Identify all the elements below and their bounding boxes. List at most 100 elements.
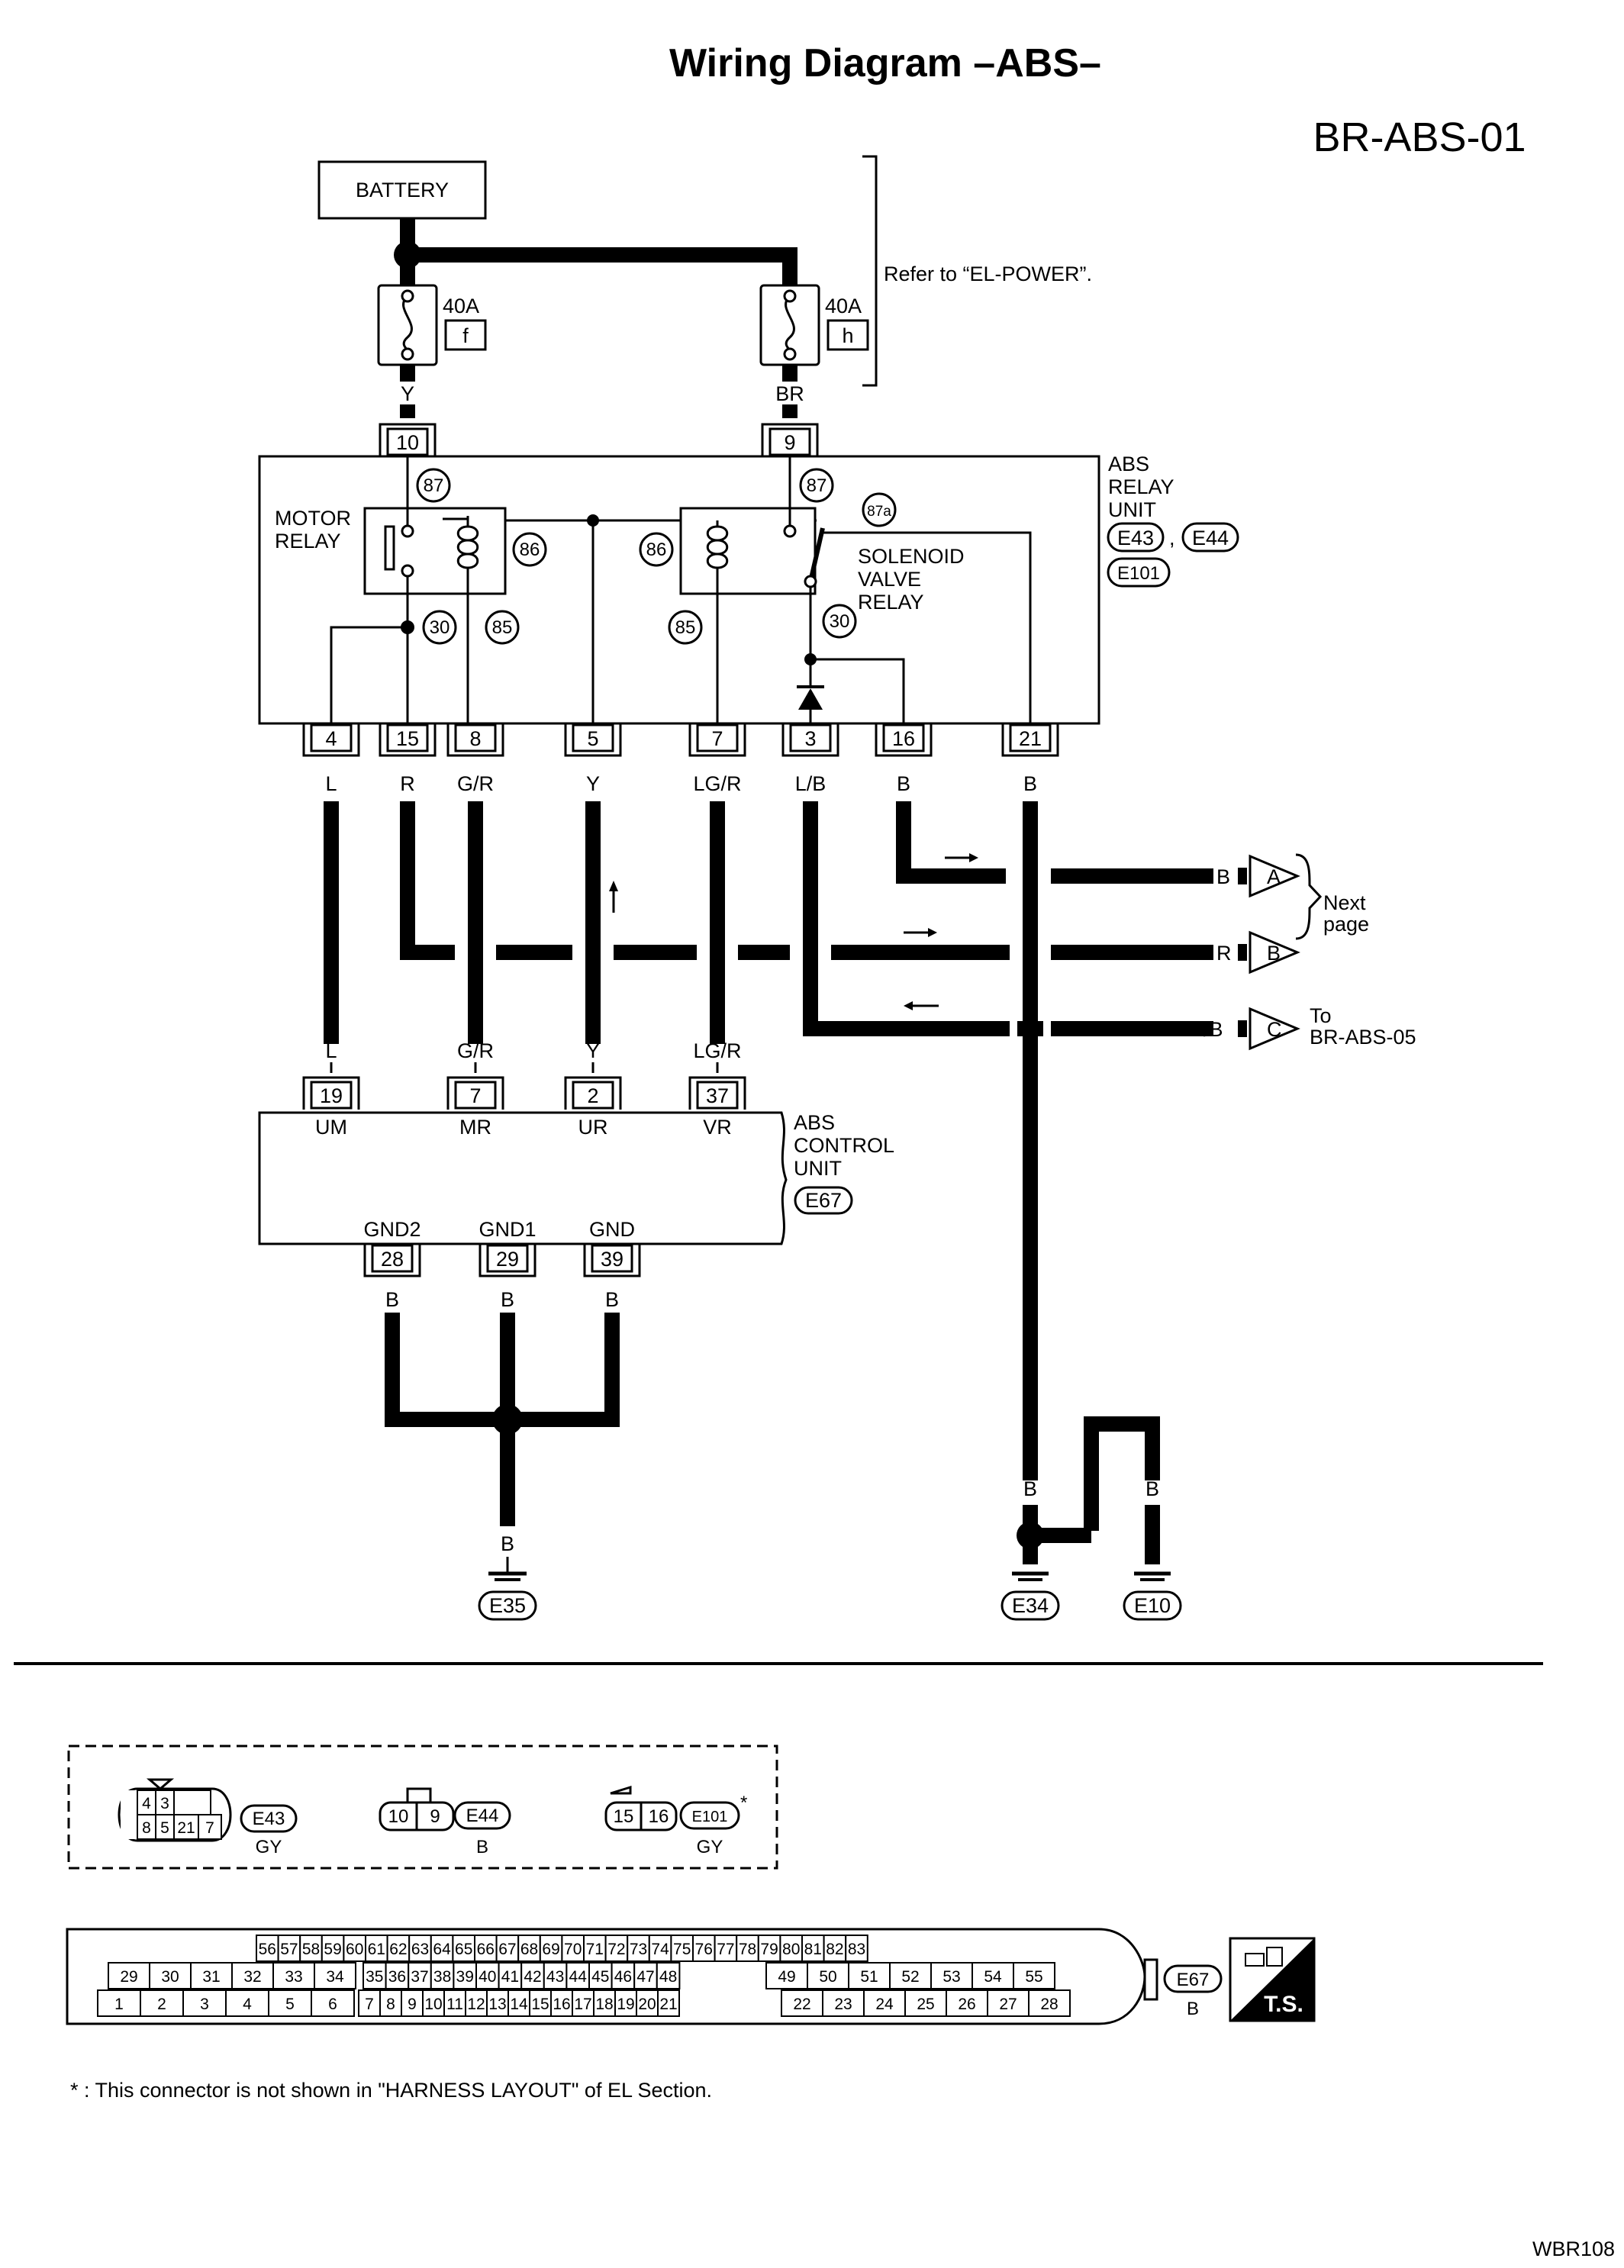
connector-e67-color: B bbox=[1187, 1999, 1199, 2019]
to-note: To BR-ABS-05 bbox=[1310, 1004, 1416, 1049]
e67-pin: 3 bbox=[182, 1989, 227, 2017]
relay-bottom-pin-7: 7 bbox=[688, 723, 746, 757]
relay-wire-label: LG/R bbox=[693, 772, 741, 795]
svg-text:32: 32 bbox=[243, 1968, 261, 1986]
e67-pin: 51 bbox=[848, 1962, 891, 1989]
ground-e10: E10 bbox=[1134, 1594, 1171, 1617]
connector-e101-id: E101 bbox=[692, 1809, 728, 1825]
refer-note: Refer to “EL-POWER”. bbox=[884, 263, 1092, 285]
relay-wire-label: B bbox=[897, 772, 910, 795]
svg-text:55: 55 bbox=[1025, 1968, 1042, 1986]
connector-e101-asterisk: * bbox=[740, 1793, 747, 1813]
ground-e35: E35 bbox=[489, 1594, 526, 1617]
e67-pin: 53 bbox=[930, 1962, 973, 1989]
connector-e44-pin-10: 10 bbox=[388, 1806, 409, 1827]
e67-pin: 8 bbox=[379, 1989, 402, 2017]
fuse-h-wire: BR bbox=[775, 382, 804, 405]
e67-pin: 36 bbox=[385, 1962, 410, 1989]
relay-wire-label: Y bbox=[586, 772, 600, 795]
connector-e43-color: GY bbox=[256, 1837, 282, 1857]
svg-text:19: 19 bbox=[617, 1996, 634, 2013]
svg-text:18: 18 bbox=[595, 1996, 613, 2013]
control-unit-pin-2: 2 bbox=[564, 1076, 622, 1110]
relay-bottom-pin-15: 15 bbox=[379, 723, 437, 757]
svg-text:21: 21 bbox=[177, 1819, 195, 1837]
e67-pin: 65 bbox=[452, 1935, 476, 1962]
e67-pin: 19 bbox=[614, 1989, 637, 2017]
svg-text:39: 39 bbox=[601, 1248, 624, 1271]
e67-pin: 41 bbox=[498, 1962, 523, 1989]
fuse-f-wire: Y bbox=[401, 382, 414, 405]
svg-text:2: 2 bbox=[587, 1084, 598, 1107]
control-unit-terminal-um: UM bbox=[315, 1116, 347, 1139]
relay-wire-label: R bbox=[400, 772, 415, 795]
relay-bottom-pin-3: 3 bbox=[781, 723, 839, 757]
e67-pin: 68 bbox=[517, 1935, 541, 1962]
output-connector-b: R B bbox=[1216, 930, 1300, 975]
control-unit-pin-29: 29 bbox=[478, 1244, 536, 1277]
svg-text:16: 16 bbox=[553, 1996, 570, 2013]
e67-pin: 52 bbox=[889, 1962, 932, 1989]
connector-e44-id: E44 bbox=[466, 1806, 499, 1826]
svg-text:C: C bbox=[1267, 1018, 1282, 1041]
motor-relay-t85: 85 bbox=[492, 617, 513, 638]
e67-pin: 44 bbox=[566, 1962, 591, 1989]
e67-pin: 40 bbox=[475, 1962, 500, 1989]
e67-pin: 23 bbox=[822, 1989, 865, 2017]
svg-text:37: 37 bbox=[706, 1084, 729, 1107]
e67-pin: 16 bbox=[550, 1989, 573, 2017]
relay-top-pin-10: 10 bbox=[379, 423, 437, 456]
fuse-h-id: h bbox=[842, 324, 853, 347]
e67-pin: 72 bbox=[604, 1935, 629, 1962]
svg-text:3: 3 bbox=[804, 727, 816, 750]
e67-pin: 45 bbox=[588, 1962, 613, 1989]
svg-text:24: 24 bbox=[875, 1996, 894, 2013]
e67-pin: 29 bbox=[108, 1962, 150, 1989]
e67-pin: 9 bbox=[401, 1989, 424, 2017]
e67-pin: 15 bbox=[529, 1989, 552, 2017]
e67-pin: 49 bbox=[765, 1962, 808, 1989]
svg-text:52: 52 bbox=[901, 1968, 919, 1986]
control-unit-pin-39: 39 bbox=[583, 1244, 641, 1277]
e43-cavity: 4 bbox=[137, 1790, 156, 1815]
e67-pin: 26 bbox=[946, 1989, 988, 2017]
connector-e44-pin-9: 9 bbox=[430, 1806, 440, 1827]
svg-text:A: A bbox=[1267, 865, 1281, 888]
svg-text:39: 39 bbox=[456, 1968, 474, 1986]
left-ground-wire: B bbox=[501, 1532, 514, 1555]
e67-pin: 74 bbox=[648, 1935, 672, 1962]
svg-text:14: 14 bbox=[510, 1996, 528, 2013]
connector-e101-pin-16: 16 bbox=[649, 1806, 669, 1827]
e67-pin: 80 bbox=[779, 1935, 804, 1962]
svg-text:70: 70 bbox=[564, 1941, 582, 1958]
svg-text:56: 56 bbox=[259, 1941, 276, 1958]
svg-text:54: 54 bbox=[984, 1968, 1002, 1986]
svg-text:40: 40 bbox=[478, 1968, 496, 1986]
relay-conn-e43: E43 bbox=[1117, 527, 1154, 549]
svg-text:16: 16 bbox=[892, 727, 915, 750]
e67-pin: 58 bbox=[299, 1935, 323, 1962]
e67-pin: 43 bbox=[543, 1962, 568, 1989]
e67-pin: 22 bbox=[781, 1989, 823, 2017]
solenoid-relay-t85: 85 bbox=[675, 617, 696, 638]
svg-text:82: 82 bbox=[826, 1941, 843, 1958]
e43-cavity: 3 bbox=[155, 1790, 175, 1815]
relay-bottom-pin-16: 16 bbox=[875, 723, 933, 757]
e67-pin: 75 bbox=[670, 1935, 694, 1962]
svg-text:28: 28 bbox=[1040, 1996, 1058, 2013]
svg-text:28: 28 bbox=[381, 1248, 404, 1271]
svg-text:5: 5 bbox=[285, 1996, 295, 2013]
svg-text:47: 47 bbox=[636, 1968, 654, 1986]
next-page-note: Next page bbox=[1323, 891, 1371, 936]
connector-detail-box bbox=[67, 1744, 778, 1870]
svg-text:10: 10 bbox=[424, 1996, 442, 2013]
svg-text:50: 50 bbox=[819, 1968, 836, 1986]
e67-pin: 38 bbox=[430, 1962, 455, 1989]
e67-pin: 62 bbox=[386, 1935, 411, 1962]
control-unit-terminal-vr: VR bbox=[703, 1116, 732, 1139]
control-unit-wire-label: Y bbox=[586, 1039, 600, 1062]
